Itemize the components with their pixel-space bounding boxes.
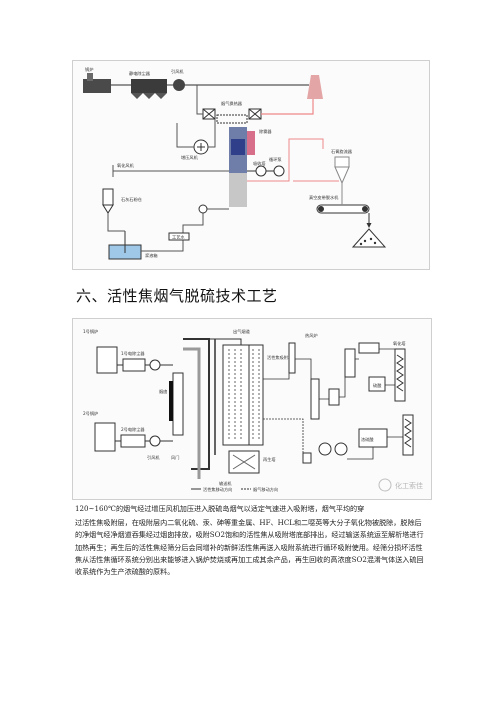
regeneration-tower: 再生塔 <box>228 450 276 474</box>
circulation-pumps: 循环泵 <box>247 156 285 177</box>
oxidation-label: 氧化风机 <box>117 162 135 169</box>
legend: 活性焦移动方向 烟气移动方向 <box>191 486 278 493</box>
boiler1-label: 1号锅炉 <box>83 328 98 335</box>
legend-gas: 烟气移动方向 <box>253 486 278 493</box>
damper-label: 风门 <box>171 454 179 461</box>
vacuum-belt-filter: 真空皮带脱水机 <box>309 194 370 214</box>
pump-label: 循环泵 <box>269 156 282 163</box>
conveyor-label: 输送机 <box>219 480 232 487</box>
boiler-1: 1号锅炉 <box>83 328 118 374</box>
esp-unit: 静电除尘器 <box>129 70 167 99</box>
limestone-silo: 石灰石粉仓 <box>102 188 143 214</box>
oxidizer-label: 氧化塔 <box>393 340 406 347</box>
tower-label: 活性焦吸附塔 <box>267 354 293 361</box>
sulfuric-label: 硫酸 <box>373 382 382 389</box>
fgd-process-diagram: 锅炉 静电除尘器 引风机 烟气换热器 <box>72 60 430 270</box>
booster-fan: 增压风机 <box>181 139 209 161</box>
acid-label: 浓硫酸 <box>361 436 374 443</box>
fan-label: 引风机 <box>147 454 160 461</box>
dust-collector-1: 1号电除尘器 <box>121 350 146 372</box>
hot-blast-label: 热风炉 <box>305 332 318 339</box>
fan-unit: 引风机 <box>171 68 185 91</box>
fgd-diagram-svg: 锅炉 静电除尘器 引风机 烟气换热器 <box>83 66 387 260</box>
paragraph-2: 过活性焦吸附层，在吸附层内二氧化硫、汞、砷等重金属、HF、HCL和二噁英等大分子… <box>75 518 424 577</box>
absorber-label: 吸收塔 <box>253 160 266 167</box>
water-label: 工艺水 <box>172 234 185 240</box>
watermark: 化工索佳 <box>378 478 423 492</box>
section-heading: 六、活性焦烟气脱硫技术工艺 <box>76 287 278 305</box>
legend-coke: 活性焦移动方向 <box>203 486 232 493</box>
boiler-label: 锅炉 <box>85 66 93 73</box>
esp-label: 静电除尘器 <box>129 70 151 77</box>
gypsum-pile <box>351 228 387 248</box>
coke-diagram-svg: 1号锅炉 1号电除尘器 2号锅炉 2号电除尘器 引风机 风门 烟囱 <box>83 328 423 493</box>
absorber-tower: 除雾器 吸收塔 <box>229 127 272 207</box>
demister-label: 除雾器 <box>259 128 272 135</box>
boiler-2: 2号锅炉 <box>83 410 116 452</box>
watermark-text: 化工索佳 <box>395 481 423 490</box>
silo-label: 石灰石粉仓 <box>121 196 143 203</box>
fan-label: 引风机 <box>171 68 184 75</box>
booster-label: 增压风机 <box>181 154 199 161</box>
boiler-unit: 锅炉 <box>83 66 111 93</box>
chimney-2: 烟囱 <box>159 372 184 436</box>
paragraph-1: 120~160℃的烟气经过增压风机加压进入脱硫岛烟气以适定气速进入吸附塔，烟气平… <box>75 504 365 513</box>
ggh-label: 烟气换热器 <box>221 100 243 107</box>
cyclone-label: 石膏旋流器 <box>331 148 353 155</box>
chimney <box>307 75 323 99</box>
gypsum-cyclone: 石膏旋流器 <box>331 148 353 185</box>
dust1-label: 1号电除尘器 <box>121 350 145 357</box>
filter-label: 真空皮带脱水机 <box>309 194 339 201</box>
acid-plant: 热风炉 硫酸 氧化塔 浓硫酸 <box>288 332 414 464</box>
process-water: 工艺水 <box>168 232 190 241</box>
regen-label: 再生塔 <box>263 456 276 463</box>
chimney-label: 烟囱 <box>159 388 167 395</box>
boiler2-label: 2号锅炉 <box>83 410 98 417</box>
slurry-tank: 浆液箱 <box>108 231 158 260</box>
adsorption-tower: 活性焦吸附塔 <box>222 344 293 446</box>
activated-coke-diagram: 1号锅炉 1号电除尘器 2号锅炉 2号电除尘器 引风机 风门 烟囱 <box>72 318 432 500</box>
dust2-label: 2号电除尘器 <box>121 426 145 433</box>
tank-label: 浆液箱 <box>145 252 158 259</box>
gas-heat-exchanger: 烟气换热器 <box>202 100 262 124</box>
outlet-label: 出气烟道 <box>233 328 251 335</box>
dust-collector-2: 2号电除尘器 <box>120 426 146 448</box>
body-text: 120~160℃的烟气经过增压风机加压进入脱硫岛烟气以适定气速进入吸附塔，烟气平… <box>75 503 427 578</box>
